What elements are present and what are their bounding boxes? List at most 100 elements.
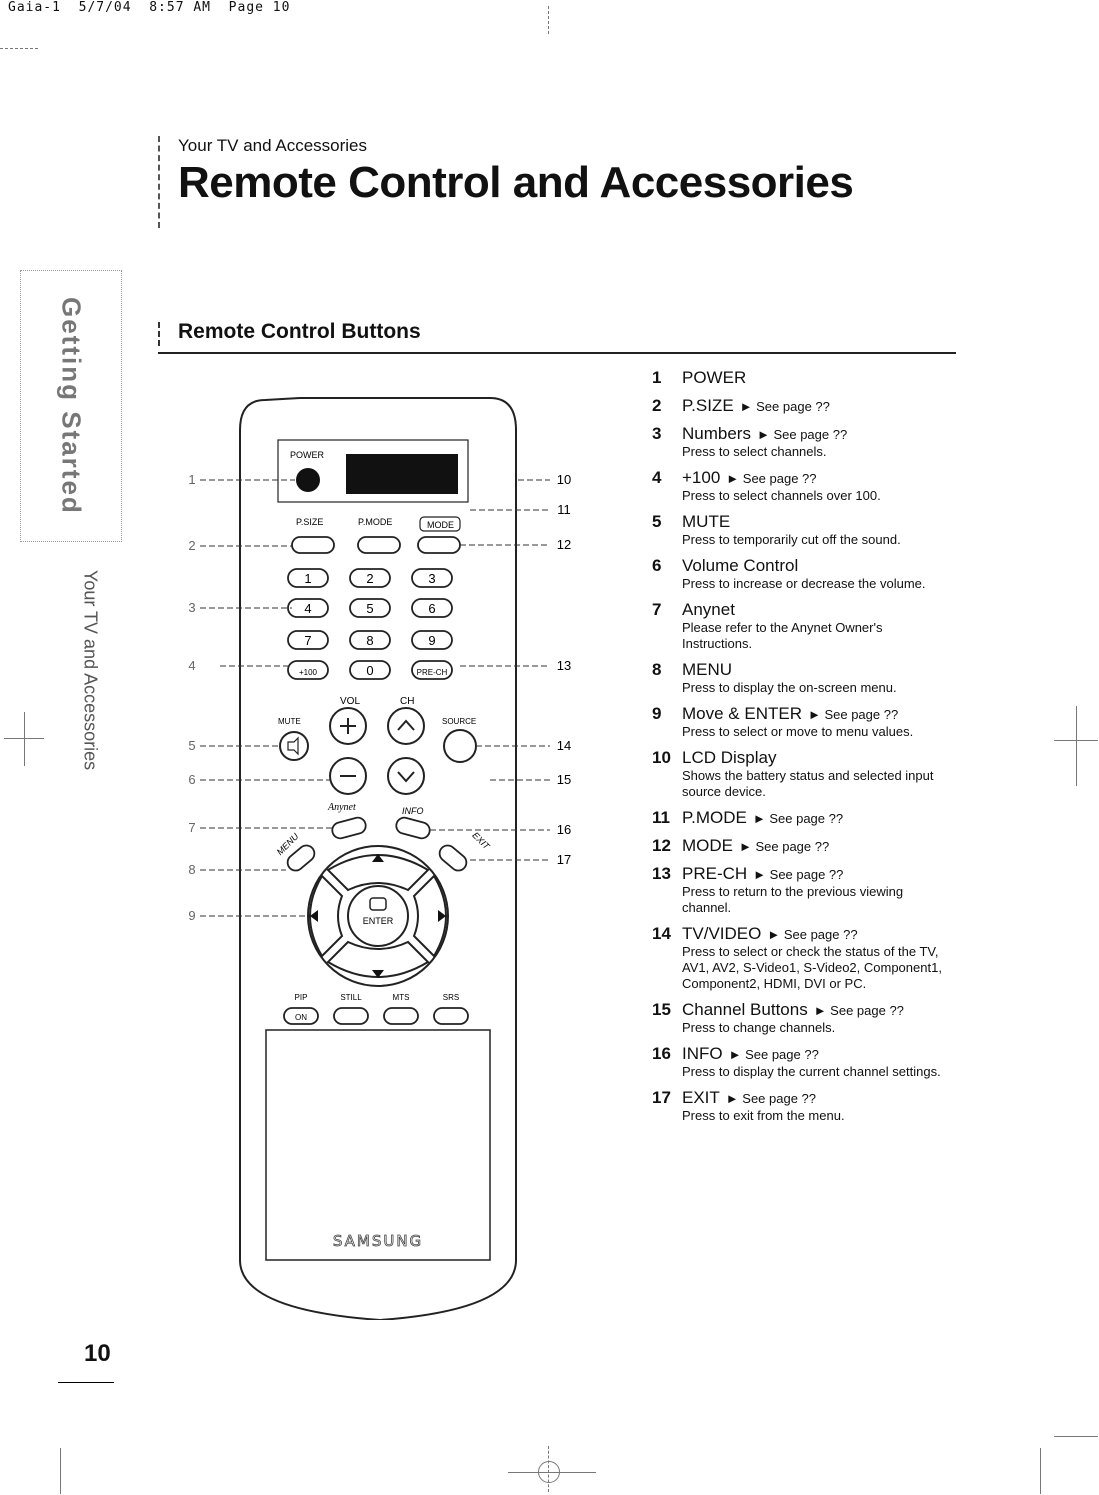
crop-mark-bottom-right <box>1054 1436 1098 1437</box>
crop-mark-bottom-left <box>60 1448 61 1494</box>
callout-right-16: 16 <box>557 822 571 837</box>
item-number: 16 <box>652 1044 671 1063</box>
crop-mark-right-center-v <box>1076 706 1077 786</box>
pip-button-icon <box>283 1007 319 1025</box>
psize-button-icon <box>291 536 335 554</box>
item-description: Please refer to the Anynet Owner's Instr… <box>682 620 883 651</box>
remote-exit-label: EXIT <box>470 830 492 852</box>
item-description: Press to increase or decrease the volume… <box>682 576 926 591</box>
side-tab-getting-started: Getting Started <box>20 270 122 542</box>
bottom-row-label: SRS <box>443 993 459 1002</box>
number-key-label: 4 <box>304 601 311 616</box>
crop-mark-left-center-v <box>24 712 25 766</box>
mts-button-icon <box>383 1007 419 1025</box>
callout-left-4: 4 <box>188 658 195 673</box>
item-name: Anynet <box>682 600 735 619</box>
number-key-9-icon <box>411 630 453 650</box>
number-key-4-icon <box>287 598 329 618</box>
callout-left-7: 7 <box>188 820 195 835</box>
number-key-7-icon <box>287 630 329 650</box>
source-button-icon <box>443 729 477 763</box>
item-see-page: ► See page ?? <box>739 399 830 414</box>
item-description: Press to display the current channel set… <box>682 1064 941 1079</box>
item-description: Press to select or move to menu values. <box>682 724 914 739</box>
callout-left-9: 9 <box>188 908 195 923</box>
number-key-label: 3 <box>428 571 435 586</box>
number-key-label: 9 <box>428 633 435 648</box>
callout-right-17: 17 <box>557 852 571 867</box>
page-number-rule <box>58 1382 114 1383</box>
pmode-button-icon <box>357 536 401 554</box>
item-name: Volume Control <box>682 556 799 575</box>
crop-mark-bottom-center-circle <box>538 1461 560 1483</box>
remote-mode-label: MODE <box>427 520 454 530</box>
remote-pip-on-label: ON <box>295 1013 307 1022</box>
item-number: 8 <box>652 660 662 679</box>
title-rule <box>158 136 160 228</box>
item-see-page: ► See page ?? <box>756 427 848 442</box>
item-number: 11 <box>652 808 670 827</box>
power-button-icon <box>296 468 320 492</box>
lcd-display-icon <box>346 454 458 494</box>
item-see-page: ► See page ?? <box>725 1091 817 1106</box>
anynet-button-icon <box>331 816 367 840</box>
item-number: 14 <box>652 924 671 943</box>
item-name: MODE <box>682 836 733 855</box>
callout-right-11: 11 <box>557 502 571 517</box>
callout-left-5: 5 <box>188 738 195 753</box>
mode-button-icon <box>417 536 461 554</box>
info-button-icon <box>395 816 431 840</box>
crop-mark-bottom-right-v <box>1040 1448 1041 1494</box>
item-description: Press to select channels. <box>682 444 827 459</box>
item-number: 13 <box>652 864 671 883</box>
side-tab-your-tv: Your TV and Accessories <box>80 570 101 771</box>
item-description: Press to return to the previous viewing … <box>682 884 904 915</box>
print-header: Gaia-1 5/7/04 8:57 AM Page 10 <box>8 0 291 15</box>
callout-left-3: 3 <box>188 600 195 615</box>
item-name: MENU <box>682 660 733 679</box>
number-key-8-icon <box>349 630 391 650</box>
vol-down-button-icon <box>329 757 367 795</box>
arrow-left-icon <box>310 910 318 922</box>
item-number: 17 <box>652 1088 671 1107</box>
number-key-label: 7 <box>304 633 311 648</box>
item-name: LCD Display <box>682 748 777 767</box>
item-see-page: ► See page ?? <box>739 839 830 854</box>
remote-vol-label: VOL <box>340 696 360 707</box>
item-number: 1 <box>652 368 662 387</box>
arrow-up-icon <box>372 854 384 862</box>
remote-lower-panel <box>265 1029 491 1261</box>
number-key-label: 6 <box>428 601 435 616</box>
remote-enter-label: ENTER <box>363 916 394 926</box>
callout-right-12: 12 <box>557 537 571 552</box>
number-key-label: 5 <box>366 601 373 616</box>
item-name: PRE-CH <box>682 864 748 883</box>
lcd-frame <box>277 439 469 503</box>
item-number: 12 <box>652 836 671 855</box>
mute-button-icon <box>279 731 309 761</box>
item-description: Press to select channels over 100. <box>682 488 881 503</box>
item-name: TV/VIDEO <box>682 924 762 943</box>
item-number: 3 <box>652 424 662 443</box>
callout-right-10: 10 <box>557 472 571 487</box>
item-description: Press to select or check the status of t… <box>682 944 942 991</box>
item-see-page: ► See page ?? <box>726 471 817 486</box>
item-description: Press to display the on-screen menu. <box>682 680 897 695</box>
item-description: Press to exit from the menu. <box>682 1108 845 1123</box>
item-number: 2 <box>652 396 662 415</box>
item-description: Press to change channels. <box>682 1020 836 1035</box>
page-title: Remote Control and Accessories <box>178 158 854 207</box>
item-see-page: ► See page ?? <box>752 811 844 826</box>
remote-ch-label: CH <box>400 696 414 707</box>
number-key-5-icon <box>349 598 391 618</box>
